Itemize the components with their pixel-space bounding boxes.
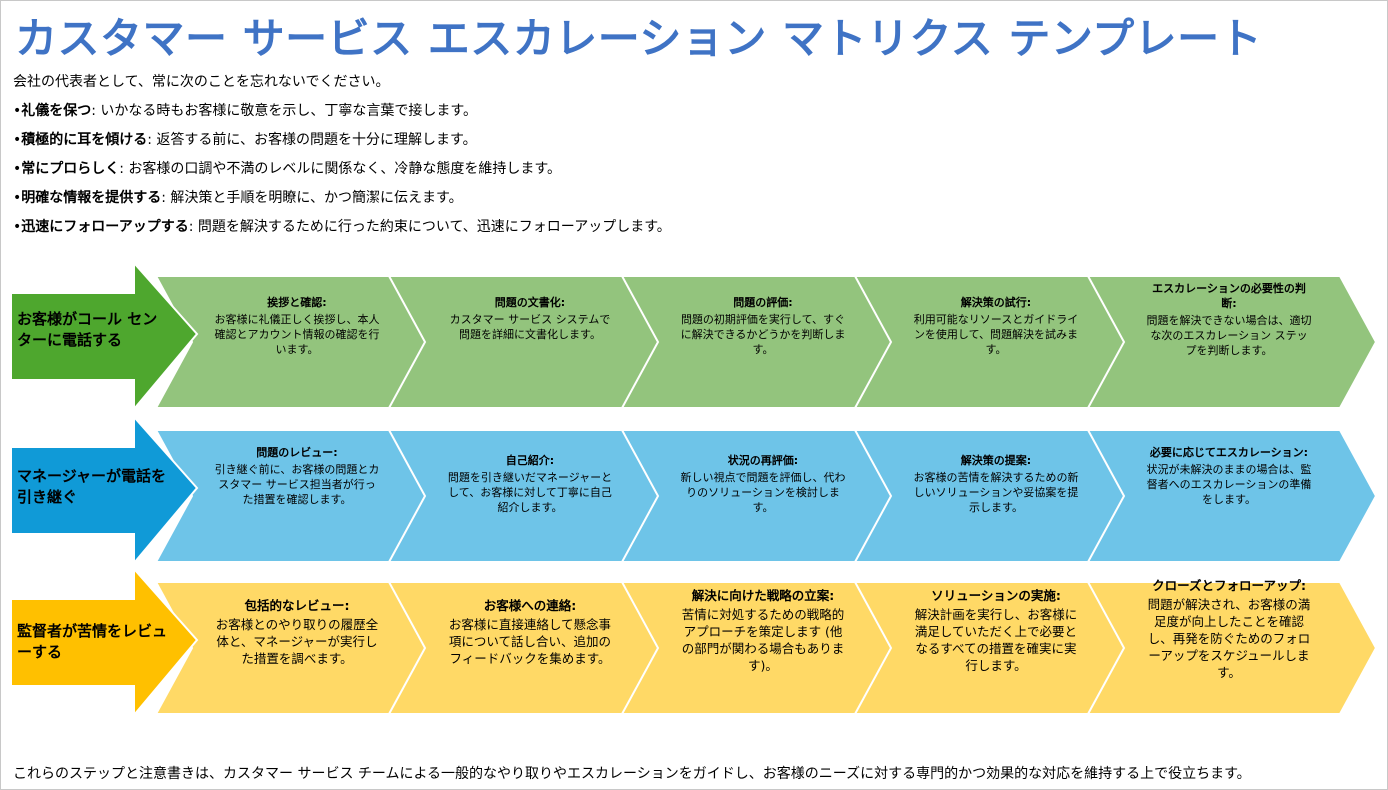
bullet-marker: • [13,219,22,235]
step-issue-review: 問題のレビュー: 引き継ぐ前に、お客様の問題とカスタマー サービス担当者が行った措… [213,445,381,507]
step-implementation: ソリューションの実施: 解決計画を実行し、お客様に満足していただく上で必要となるす… [912,587,1080,674]
guideline-item: •迅速にフォローアップする: 問題を解決するために行った約束について、迅速にフォ… [13,217,671,246]
step-text: お客様とのやり取りの履歴全体と、マネージャーが実行した措置を調べます。 [215,617,379,666]
step-chevron [1086,275,1378,409]
guideline-item: •常にプロらしく: お客様の口調や不満のレベルに関係なく、冷静な態度を維持します… [13,159,671,188]
bullet-marker: • [13,161,22,177]
step-heading: 自己紹介: [505,454,555,467]
step-heading: 必要に応じてエスカレーション: [1149,446,1309,459]
row-label-supervisor: 監督者が苦情をレビューする [17,622,168,661]
footer-note: これらのステップと注意書きは、カスタマー サービス チームによる一般的なやり取り… [13,766,1251,782]
guideline-text: : お客様の口調や不満のレベルに関係なく、冷静な態度を維持します。 [119,161,562,177]
guideline-bold: 明確な情報を提供する [21,190,162,206]
step-text: お客様に直接連絡して懸念事項について話し合い、追加のフィードバックを集めます。 [448,617,612,666]
guideline-text: : 問題を解決するために行った約束について、迅速にフォローアップします。 [188,219,671,235]
step-text: 苦情に対処するための戦略的アプローチを策定します (他の部門が関わる場合もありま… [681,607,845,673]
step-text: 新しい視点で問題を評価し、代わりのソリューションを検討します。 [680,471,846,514]
step-text: 解決計画を実行し、お客様に満足していただく上で必要となるすべての措置を確実に実行… [914,607,1078,673]
guideline-item: •積極的に耳を傾ける: 返答する前に、お客様の問題を十分に理解します。 [13,130,671,159]
step-heading: 解決策の提案: [960,454,1032,467]
step-escalation-decision: エスカレーションの必要性の判断: 問題を解決できない場合は、適切な次のエスカレーシ… [1145,281,1313,358]
intro-text: 会社の代表者として、常に次のことを忘れないでください。 [13,74,390,90]
step-text: カスタマー サービス システムで問題を詳細に文書化します。 [449,313,611,341]
step-heading: 挨拶と確認: [267,296,327,309]
row-label-arrow [10,414,199,566]
step-comprehensive-review: 包括的なレビュー: お客様とのやり取りの履歴全体と、マネージャーが実行した措置を調… [213,597,381,667]
guideline-bold: 積極的に耳を傾ける [21,132,148,148]
guideline-item: •礼儀を保つ: いかなる時もお客様に敬意を示し、丁寧な言葉で接します。 [13,101,671,130]
step-text: 問題の初期評価を実行して、すぐに解決できるかどうかを判断します。 [680,313,846,356]
step-text: お客様に礼儀正しく挨拶し、本人確認とアカウント情報の確認を行います。 [214,313,380,356]
step-close-follow-up: クローズとフォローアップ: 問題が解決され、お客様の満足度が向上したことを確認し、… [1145,577,1313,681]
step-escalate-if-needed: 必要に応じてエスカレーション: 状況が未解決のままの場合は、監督者へのエスカレーシ… [1145,445,1313,507]
step-strategy: 解決に向けた戦略の立案: 苦情に対処するための戦略的アプローチを策定します (他の… [679,587,847,674]
row-label-arrow [10,260,199,412]
step-heading: クローズとフォローアップ: [1152,578,1306,593]
step-heading: 問題のレビュー: [256,446,338,459]
step-heading: エスカレーションの必要性の判断: [1152,282,1306,310]
step-text: 状況が未解決のままの場合は、監督者へのエスカレーションの準備をします。 [1146,463,1312,506]
step-heading: 状況の再評価: [727,454,799,467]
step-introduction: 自己紹介: 問題を引き継いだマネージャーとして、お客様に対して丁寧に自己紹介します… [446,453,614,515]
step-heading: 包括的なレビュー: [244,598,350,613]
step-reassessment: 状況の再評価: 新しい視点で問題を評価し、代わりのソリューションを検討します。 [679,453,847,515]
row-label-call-center: お客様がコール センターに電話する [17,310,158,349]
step-heading: 解決策の試行: [960,296,1032,309]
step-chevron [1086,429,1378,563]
bullet-marker: • [13,132,22,148]
bullet-marker: • [13,190,22,206]
step-text: 引き継ぐ前に、お客様の問題とカスタマー サービス担当者が行った措置を確認します。 [214,463,380,506]
step-chevron [1086,581,1378,715]
guideline-text: : 返答する前に、お客様の問題を十分に理解します。 [147,132,477,148]
step-greeting: 挨拶と確認: お客様に礼儀正しく挨拶し、本人確認とアカウント情報の確認を行います。 [213,295,381,357]
step-heading: 解決に向けた戦略の立案: [691,588,835,603]
row-label-arrow [10,566,199,718]
guideline-bold: 迅速にフォローアップする [21,219,189,235]
guideline-bold: 常にプロらしく [21,161,120,177]
step-heading: ソリューションの実施: [931,588,1061,603]
step-heading: お客様への連絡: [483,598,577,613]
step-attempt-resolution: 解決策の試行: 利用可能なリソースとガイドラインを使用して、問題解決を試みます。 [912,295,1080,357]
step-assessment: 問題の評価: 問題の初期評価を実行して、すぐに解決できるかどうかを判断します。 [679,295,847,357]
guideline-text: : いかなる時もお客様に敬意を示し、丁寧な言葉で接します。 [91,103,478,119]
step-contact-customer: お客様への連絡: お客様に直接連絡して懸念事項について話し合い、追加のフィードバッ… [446,597,614,667]
step-text: 利用可能なリソースとガイドラインを使用して、問題解決を試みます。 [913,313,1079,356]
guideline-text: : 解決策と手順を明瞭に、かつ簡潔に伝えます。 [161,190,463,206]
step-heading: 問題の文書化: [494,296,566,309]
row-label-manager: マネージャーが電話を引き継ぐ [17,467,166,506]
escalation-shapes [10,260,1378,718]
guideline-list: •礼儀を保つ: いかなる時もお客様に敬意を示し、丁寧な言葉で接します。 •積極的… [13,101,671,246]
guideline-item: •明確な情報を提供する: 解決策と手順を明瞭に、かつ簡潔に伝えます。 [13,188,671,217]
step-text: 問題を引き継いだマネージャーとして、お客様に対して丁寧に自己紹介します。 [447,471,613,514]
step-documentation: 問題の文書化: カスタマー サービス システムで問題を詳細に文書化します。 [446,295,614,342]
step-propose-solution: 解決策の提案: お客様の苦情を解決するための新しいソリューションや妥協案を提示しま… [912,453,1080,515]
guideline-bold: 礼儀を保つ [21,103,92,119]
step-text: 問題が解決され、お客様の満足度が向上したことを確認し、再発を防ぐためのフォローア… [1147,597,1311,680]
step-text: 問題を解決できない場合は、適切な次のエスカレーション ステップを判断します。 [1146,314,1312,357]
page-title: カスタマー サービス エスカレーション マトリクス テンプレート [15,14,1263,63]
step-heading: 問題の評価: [733,296,793,309]
bullet-marker: • [13,103,22,119]
step-text: お客様の苦情を解決するための新しいソリューションや妥協案を提示します。 [913,471,1079,514]
